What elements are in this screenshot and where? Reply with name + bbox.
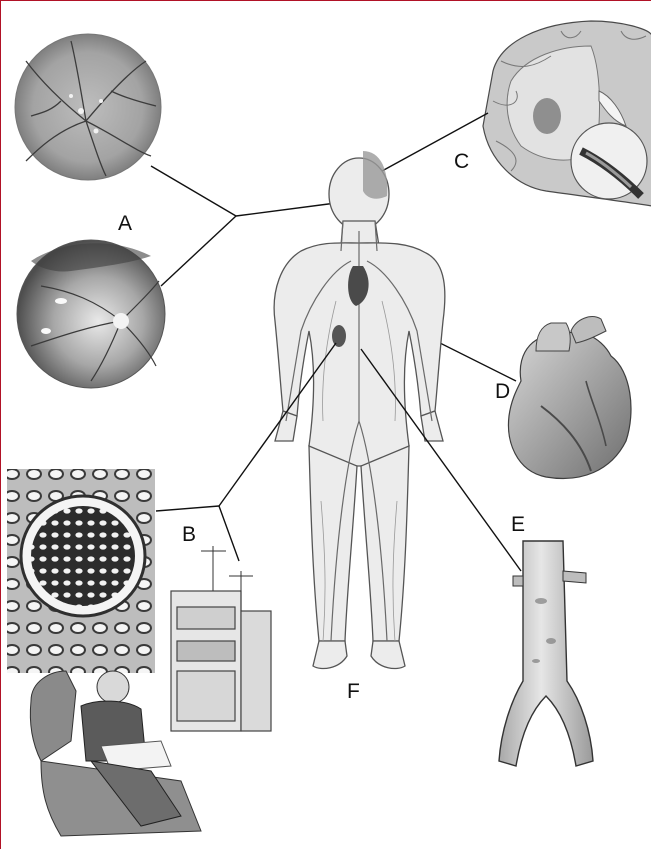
connector-c [371, 113, 488, 177]
aorta-bifurcation-icon [499, 541, 593, 766]
brain-section-icon [483, 21, 651, 206]
label-e: E [511, 514, 525, 535]
retina-hemorrhage-icon [17, 240, 165, 388]
label-d: D [495, 381, 510, 402]
label-f: F [347, 681, 360, 702]
heart-icon [508, 317, 631, 479]
human-vascular-body-icon [274, 151, 445, 669]
kidney-glomerulus-icon [7, 469, 155, 673]
label-c: C [454, 151, 469, 172]
retina-fundus-icon [15, 34, 161, 180]
label-b: B [182, 524, 196, 545]
label-a: A [118, 213, 132, 234]
